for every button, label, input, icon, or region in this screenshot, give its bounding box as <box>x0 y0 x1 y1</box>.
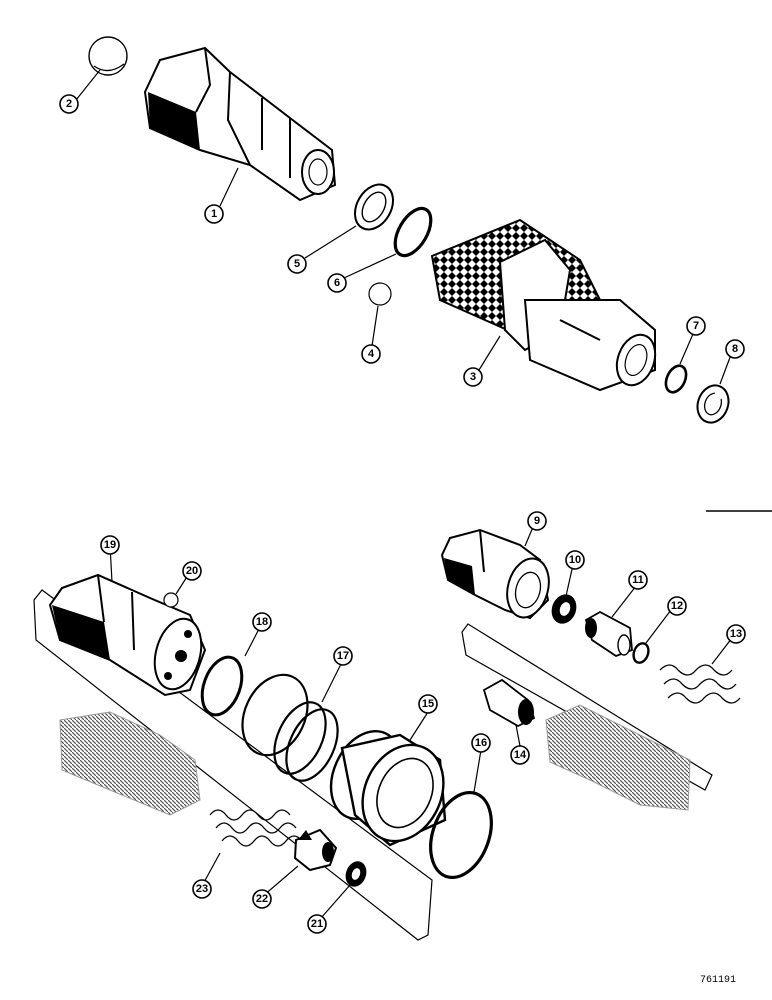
svg-text:17: 17 <box>337 650 349 662</box>
callout-19: 19 <box>100 535 120 555</box>
part-6-o-ring <box>393 206 433 258</box>
callout-11: 11 <box>628 570 648 590</box>
callout-12: 12 <box>667 596 687 616</box>
callout-18: 18 <box>252 612 272 632</box>
svg-text:20: 20 <box>186 565 198 577</box>
svg-text:1: 1 <box>211 208 217 220</box>
svg-text:3: 3 <box>470 371 476 383</box>
callout-6: 6 <box>327 273 347 293</box>
part-9-coupler <box>440 528 550 620</box>
svg-text:2: 2 <box>66 98 72 110</box>
callout-14: 14 <box>510 745 530 765</box>
callout-17: 17 <box>333 646 353 666</box>
part-8-snap-ring <box>696 384 730 424</box>
callout-23: 23 <box>192 879 212 899</box>
part-5-washer <box>354 183 394 231</box>
part-21-seal <box>345 861 367 887</box>
svg-text:22: 22 <box>256 893 268 905</box>
part-23-spring <box>209 809 303 847</box>
assembly-outline-left <box>33 589 433 941</box>
svg-text:21: 21 <box>311 918 323 930</box>
svg-text:9: 9 <box>534 515 540 527</box>
svg-text:11: 11 <box>632 574 644 586</box>
svg-text:4: 4 <box>368 348 375 360</box>
svg-text:10: 10 <box>569 554 581 566</box>
part-13-spring <box>659 664 741 704</box>
part-16-large-o-ring <box>429 790 493 880</box>
svg-text:7: 7 <box>693 320 699 332</box>
callouts: 1 2 3 4 5 6 7 8 9 10 11 12 13 14 15 16 1… <box>59 94 746 934</box>
svg-text:13: 13 <box>730 628 742 640</box>
part-15-sleeve <box>329 729 447 847</box>
part-2-ball <box>88 36 128 76</box>
svg-text:14: 14 <box>514 749 527 761</box>
callout-7: 7 <box>686 316 706 336</box>
part-14-retainer <box>482 678 536 728</box>
part-4-ball <box>368 282 392 306</box>
callout-10: 10 <box>565 550 585 570</box>
part-10-seal <box>551 594 577 624</box>
callout-22: 22 <box>252 889 272 909</box>
part-22-poppet <box>293 828 338 872</box>
part-12-o-ring <box>632 642 650 664</box>
callout-20: 20 <box>182 561 202 581</box>
part-19-valve-body <box>48 573 207 697</box>
ghost-housing-right <box>545 704 691 811</box>
part-1-coupler-body <box>143 46 337 202</box>
callout-13: 13 <box>726 624 746 644</box>
callout-15: 15 <box>418 694 438 714</box>
svg-text:6: 6 <box>334 277 340 289</box>
part-7-small-o-ring <box>664 364 688 394</box>
svg-text:5: 5 <box>294 258 300 270</box>
callout-5: 5 <box>287 254 307 274</box>
svg-text:16: 16 <box>475 737 487 749</box>
callout-9: 9 <box>527 511 547 531</box>
part-17-backup-rings <box>241 673 339 782</box>
callout-3: 3 <box>463 367 483 387</box>
part-3-knurled-coupler <box>430 218 657 392</box>
callout-16: 16 <box>471 733 491 753</box>
callout-8: 8 <box>725 339 745 359</box>
callout-2: 2 <box>59 94 79 114</box>
part-20-ball <box>163 592 179 608</box>
callout-4: 4 <box>361 344 381 364</box>
ghost-housing-left <box>59 711 201 816</box>
callout-21: 21 <box>307 914 327 934</box>
callout-1: 1 <box>204 204 224 224</box>
svg-text:12: 12 <box>671 600 683 612</box>
leader-lines <box>75 69 733 919</box>
svg-text:23: 23 <box>196 883 208 895</box>
svg-text:18: 18 <box>256 616 268 628</box>
part-11-valve-stem <box>584 610 633 658</box>
svg-text:15: 15 <box>422 698 434 710</box>
svg-text:19: 19 <box>104 539 116 551</box>
svg-text:8: 8 <box>732 343 738 355</box>
drawing-number: 761191 <box>700 975 737 986</box>
part-18-o-ring <box>200 655 244 717</box>
